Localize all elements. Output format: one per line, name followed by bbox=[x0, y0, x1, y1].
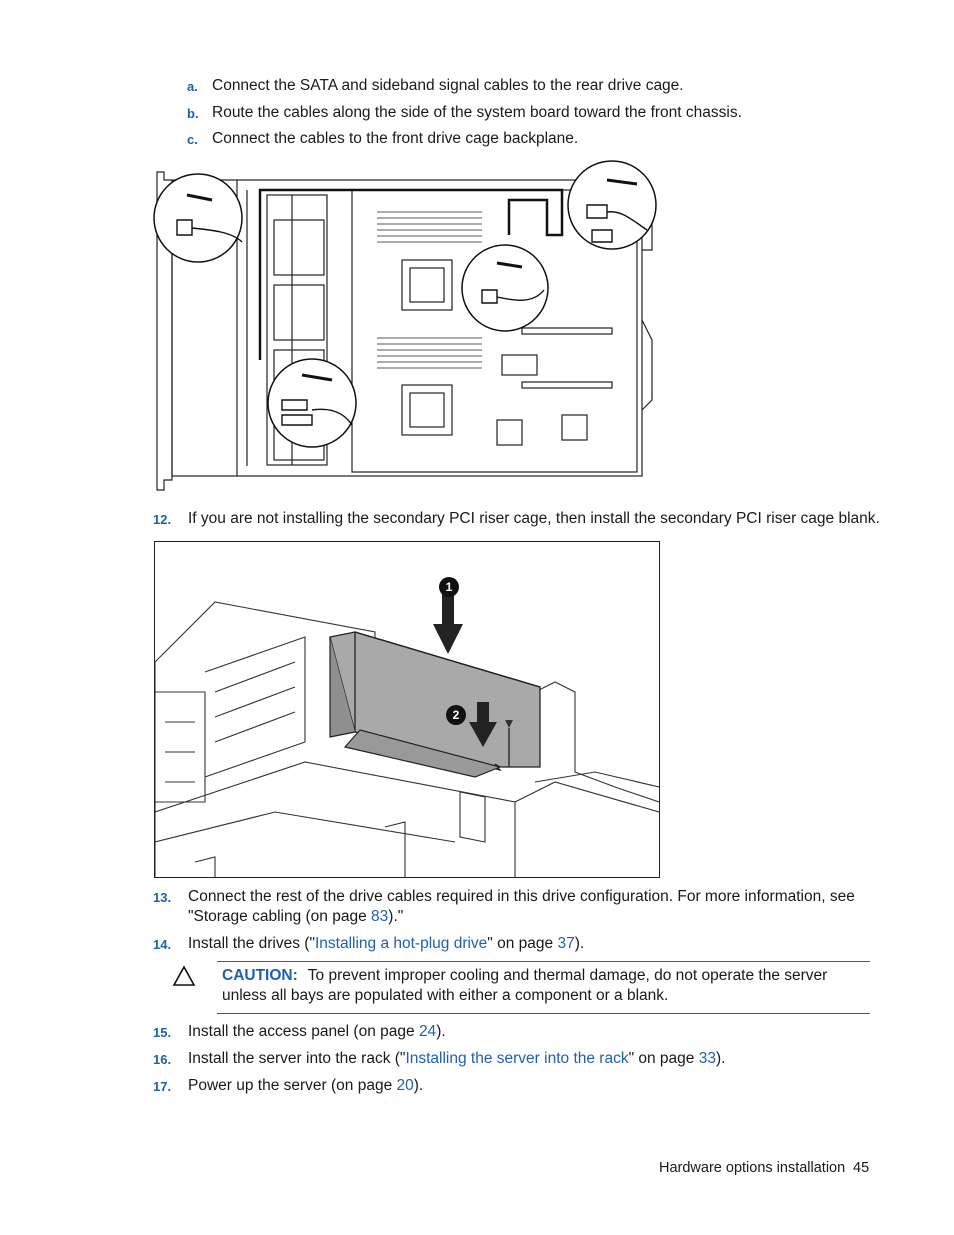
substep-marker: c. bbox=[187, 132, 198, 147]
step-text-post: ). bbox=[413, 1077, 424, 1094]
callout-1: 1 bbox=[439, 577, 459, 597]
step-number: 16. bbox=[153, 1052, 172, 1067]
substep-marker: a. bbox=[187, 79, 198, 94]
substep-text: Route the cables along the side of the s… bbox=[212, 104, 742, 121]
footer-page-number: 45 bbox=[853, 1160, 870, 1176]
caution-notice: CAUTION:To prevent improper cooling and … bbox=[217, 961, 870, 1014]
step-text: Install the access panel (on page 24). bbox=[188, 1022, 446, 1042]
step-text: Install the drives ("Installing a hot-pl… bbox=[188, 934, 584, 954]
step-number: 13. bbox=[153, 890, 172, 905]
substep-text: Connect the SATA and sideband signal cab… bbox=[212, 77, 684, 94]
step-text-mid: " on page bbox=[628, 1050, 699, 1067]
step-text-pre: Install the server into the rack (" bbox=[188, 1050, 406, 1067]
topic-link[interactable]: Installing a hot-plug drive bbox=[314, 935, 488, 952]
step-text: Power up the server (on page 20). bbox=[188, 1076, 423, 1096]
substep-text: Connect the cables to the front drive ca… bbox=[212, 130, 579, 147]
step-text-post: ). bbox=[436, 1023, 446, 1040]
cable-routing-illustration bbox=[152, 160, 662, 494]
step-text-post: ). bbox=[574, 935, 585, 952]
step-text-line1: Connect the rest of the drive cables req… bbox=[188, 888, 855, 905]
step-text-pre: Power up the server (on page bbox=[188, 1077, 397, 1094]
step-text: If you are not installing the secondary … bbox=[188, 510, 880, 527]
caution-triangle-icon bbox=[172, 965, 196, 992]
page-link[interactable]: 24 bbox=[418, 1023, 437, 1040]
step-text: Install the server into the rack ("Insta… bbox=[188, 1049, 725, 1069]
page-link[interactable]: 20 bbox=[396, 1077, 414, 1094]
step-number: 15. bbox=[153, 1025, 172, 1040]
step-text-post: ). bbox=[715, 1050, 726, 1067]
step-number: 12. bbox=[153, 512, 172, 527]
step-text-mid: " on page bbox=[487, 935, 558, 952]
caution-text: To prevent improper cooling and thermal … bbox=[222, 967, 828, 1004]
step-text-post: )." bbox=[388, 908, 404, 925]
callout-2: 2 bbox=[446, 705, 466, 725]
page-link[interactable]: 83 bbox=[371, 908, 389, 925]
step-text-pre: Install the access panel (on page bbox=[188, 1023, 419, 1040]
riser-cage-blank-illustration: 1 2 bbox=[154, 541, 660, 878]
step-text-line2: "Storage cabling (on page 83)." bbox=[188, 907, 403, 927]
step-number: 14. bbox=[153, 937, 172, 952]
caution-label: CAUTION: bbox=[222, 967, 298, 984]
step-text-pre: "Storage cabling (on page bbox=[188, 908, 372, 925]
page-link[interactable]: 33 bbox=[698, 1050, 716, 1067]
page-link[interactable]: 37 bbox=[557, 935, 575, 952]
substep-marker: b. bbox=[187, 106, 199, 121]
step-text-pre: Install the drives (" bbox=[188, 935, 315, 952]
footer-section-title: Hardware options installation bbox=[659, 1160, 846, 1176]
topic-link[interactable]: Installing the server into the rack bbox=[405, 1050, 629, 1067]
step-number: 17. bbox=[153, 1079, 172, 1094]
caution-body: CAUTION:To prevent improper cooling and … bbox=[222, 966, 867, 1006]
